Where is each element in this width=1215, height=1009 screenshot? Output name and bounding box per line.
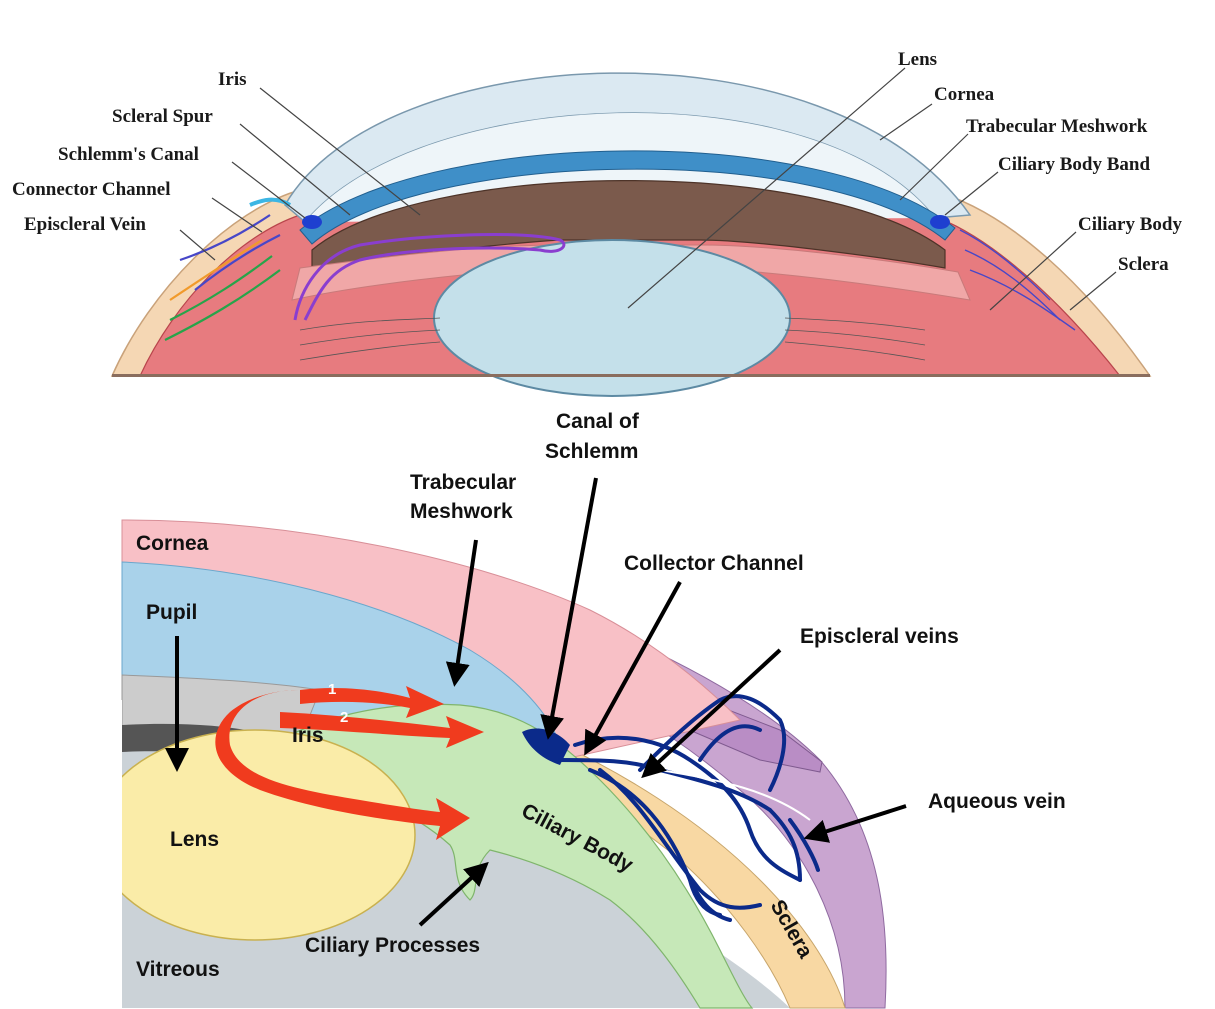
top-lens [434,240,790,396]
top-anterior-segment-diagram: Iris Scleral Spur Schlemm's Canal Connec… [12,49,1182,396]
top-label-lens: Lens [898,49,937,70]
bottom-label-trabecular-2: Meshwork [410,500,513,523]
top-label-connector-channel: Connector Channel [12,179,171,200]
top-base [112,374,1150,377]
top-schlemm-left [302,215,322,229]
flow-label-1: 1 [328,681,336,698]
flow-label-2: 2 [340,709,348,726]
bottom-label-episcleral-veins: Episcleral veins [800,625,959,648]
bottom-label-aqueous-vein: Aqueous vein [928,790,1066,813]
bottom-label-canal-of-schlemm-1: Canal of [556,410,640,433]
top-label-ciliary-body: Ciliary Body [1078,214,1182,235]
top-label-sclera: Sclera [1118,254,1169,275]
top-schlemm-right [930,215,950,229]
top-label-ciliary-body-band: Ciliary Body Band [998,154,1150,175]
top-label-trabecular-meshwork: Trabecular Meshwork [966,116,1148,137]
top-label-schlemms-canal: Schlemm's Canal [58,144,199,165]
bottom-label-ciliary-processes: Ciliary Processes [305,934,480,957]
bottom-label-vitreous: Vitreous [136,958,220,981]
bottom-drainage-angle-diagram: 1 2 Canal of Schlemm Trabecular Meshwork… [60,410,1066,1008]
top-label-iris: Iris [218,69,247,90]
bottom-label-iris: Iris [292,724,324,747]
bottom-label-canal-of-schlemm-2: Schlemm [545,440,638,463]
top-label-episcleral-vein: Episcleral Vein [24,214,146,235]
bottom-lens-clip [60,700,122,1000]
top-label-cornea: Cornea [934,84,995,105]
bottom-label-trabecular-1: Trabecular [410,471,516,494]
bottom-label-lens: Lens [170,828,219,851]
bottom-label-collector-channel: Collector Channel [624,552,804,575]
bottom-label-cornea: Cornea [136,532,209,555]
bottom-lens [95,730,415,940]
bottom-label-pupil: Pupil [146,601,197,624]
top-label-scleral-spur: Scleral Spur [112,106,213,127]
